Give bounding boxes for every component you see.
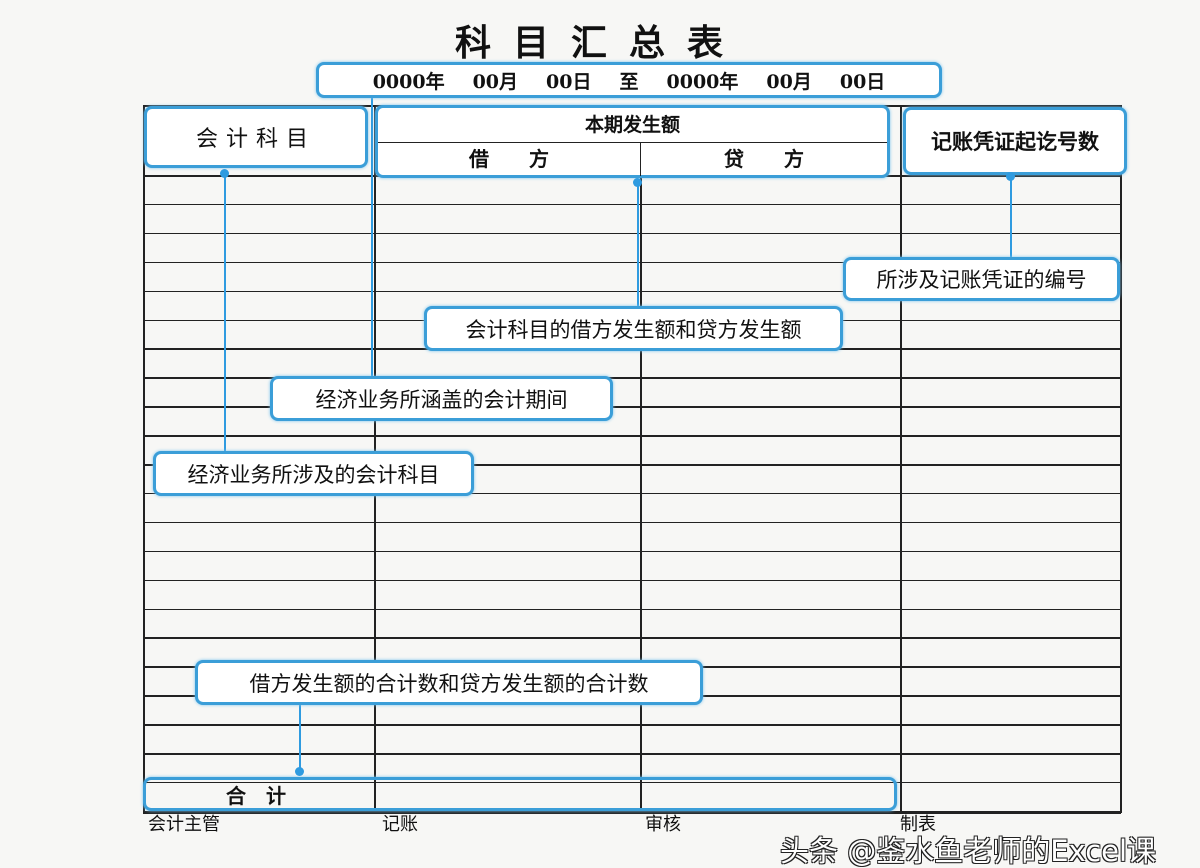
row-line (143, 579, 1121, 582)
header-voucher: 记账凭证起讫号数 (903, 107, 1127, 175)
annotation-text: 经济业务所涵盖的会计期间 (315, 387, 568, 412)
header-voucher-label: 记账凭证起讫号数 (931, 130, 1099, 154)
connector-dot (633, 178, 642, 187)
footer-reviewer: 审核 (645, 814, 681, 835)
period-to: 至 (619, 70, 639, 93)
connector-line (371, 97, 373, 376)
row-line (143, 435, 1121, 437)
end-day: 00日 (839, 70, 886, 93)
annotation-text: 借方发生额的合计数和贷方发生额的合计数 (249, 671, 649, 696)
row-line (143, 812, 1121, 814)
header-debit: 借 方 (378, 143, 641, 176)
annotation-debit-credit: 会计科目的借方发生额和贷方发生额 (424, 306, 843, 351)
row-line (143, 724, 1121, 726)
total-row: 合 计 (143, 777, 897, 811)
row-line (143, 781, 1121, 784)
header-credit: 贷 方 (724, 147, 804, 171)
end-year: 0000年 (666, 70, 739, 93)
page-title: 科目汇总表 (454, 22, 745, 64)
row-line (143, 464, 1121, 466)
column-line (1120, 105, 1122, 813)
footer-supervisor: 会计主管 (148, 814, 220, 835)
footer-bookkeeper: 记账 (382, 814, 418, 835)
row-line (143, 550, 1121, 553)
connector-line (637, 182, 639, 306)
start-day: 00日 (546, 70, 592, 93)
end-month: 00月 (766, 70, 812, 93)
row-line (143, 261, 1121, 264)
annotation-text: 经济业务所涉及的会计科目 (187, 462, 440, 487)
total-label: 合 计 (226, 783, 286, 808)
connector-line (299, 704, 301, 772)
row-line (143, 810, 1121, 813)
column-line (900, 105, 902, 813)
connector-line (1010, 177, 1012, 257)
watermark: 头条 @鉴水鱼老师的Excel课 (780, 834, 1157, 868)
row-line (143, 608, 1121, 610)
row-line (143, 492, 1121, 495)
header-account-label: 会计科目 (195, 127, 316, 152)
footer-preparer: 制表 (900, 814, 936, 835)
header-account: 会计科目 (144, 106, 368, 168)
annotation-totals: 借方发生额的合计数和贷方发生额的合计数 (195, 660, 703, 705)
period-callout: 0000年 00月 00日 至 0000年 00月 00日 (316, 62, 942, 98)
annotation-voucher-numbers: 所涉及记账凭证的编号 (843, 257, 1120, 301)
connector-dot (295, 767, 304, 776)
connector-dot (1006, 172, 1015, 181)
row-line (143, 232, 1121, 235)
row-line (143, 521, 1121, 524)
annotation-text: 会计科目的借方发生额和贷方发生额 (465, 317, 802, 342)
row-line (143, 637, 1121, 639)
annotation-period: 经济业务所涵盖的会计期间 (270, 376, 613, 421)
connector-dot (220, 169, 229, 178)
row-line (143, 377, 1121, 379)
column-line (143, 105, 145, 813)
header-amount: 本期发生额 借 方 贷 方 (375, 105, 890, 178)
row-line (143, 406, 1121, 408)
connector-line (224, 173, 226, 451)
row-line (143, 753, 1121, 755)
row-line (143, 290, 1121, 293)
annotation-text: 所涉及记账凭证的编号 (876, 268, 1087, 292)
header-amount-label: 本期发生额 (378, 108, 887, 143)
start-year: 0000年 (372, 70, 445, 93)
start-month: 00月 (472, 70, 519, 93)
row-line (143, 203, 1121, 206)
annotation-accounts: 经济业务所涉及的会计科目 (153, 451, 474, 496)
column-line (640, 105, 642, 813)
